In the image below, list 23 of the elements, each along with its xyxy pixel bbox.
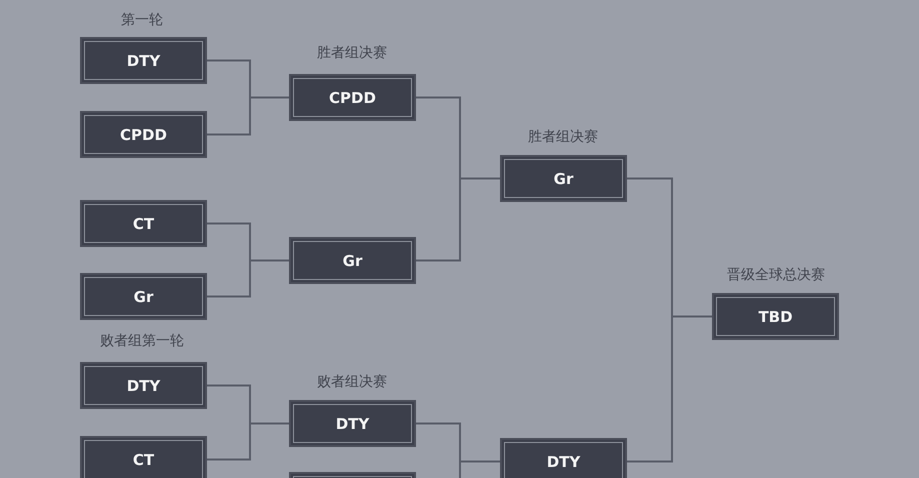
round-heading: 败者组决赛 <box>317 373 387 391</box>
team-box: Gr <box>289 237 416 284</box>
team-box: DTY <box>80 362 207 409</box>
bracket-line <box>416 178 500 262</box>
bracket-line <box>627 316 712 462</box>
team-box: DTY <box>289 400 416 447</box>
bracket-line <box>207 96 289 136</box>
team-box: DTY <box>500 438 627 478</box>
bracket-line <box>207 422 289 460</box>
team-box: CT <box>80 436 207 478</box>
team-box: CPDD <box>289 74 416 121</box>
round-heading: 第一轮 <box>121 11 163 29</box>
team-box: CPDD <box>80 111 207 158</box>
team-box: DTY <box>80 37 207 84</box>
team-box: Gr <box>500 155 627 202</box>
round-heading: 晋级全球总决赛 <box>727 266 825 284</box>
round-heading: 败者组第一轮 <box>100 332 184 350</box>
bracket-line <box>207 260 289 298</box>
round-heading: 胜者组决赛 <box>317 44 387 62</box>
team-box: CT <box>80 200 207 247</box>
team-box: Gr <box>80 273 207 320</box>
team-box: TBD <box>712 293 839 340</box>
round-heading: 胜者组决赛 <box>528 128 598 146</box>
